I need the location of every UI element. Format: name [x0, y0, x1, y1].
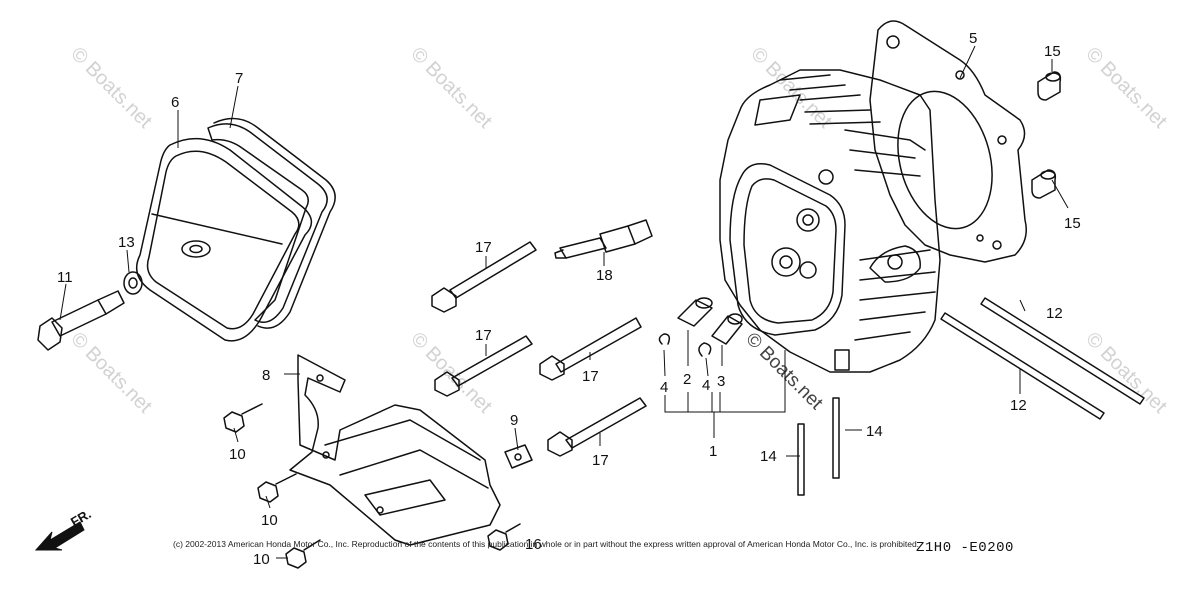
- callout-10: 10: [253, 551, 270, 568]
- head-bolt: [547, 397, 647, 457]
- callout-3: 3: [717, 373, 725, 390]
- head-cover: [135, 137, 313, 342]
- spark-plug: [554, 219, 653, 259]
- washer: [123, 271, 143, 295]
- callout-5: 5: [969, 30, 977, 47]
- callout-15: 15: [1064, 215, 1081, 232]
- callout-9: 9: [510, 412, 518, 429]
- callout-14: 14: [760, 448, 777, 465]
- watermark: © Boats.net: [406, 43, 496, 133]
- watermark: © Boats.net: [1081, 43, 1171, 133]
- valve-guide: [677, 297, 713, 327]
- small-bracket: [504, 444, 533, 469]
- callout-17: 17: [582, 368, 599, 385]
- callout-15: 15: [1044, 43, 1061, 60]
- callout-18: 18: [596, 267, 613, 284]
- direction-label: FR.: [68, 506, 94, 529]
- callout-17: 17: [592, 452, 609, 469]
- callout-16: 16: [525, 536, 542, 553]
- dowel-pin: [1037, 71, 1062, 101]
- watermark: © Boats.net: [746, 43, 836, 133]
- callouts: 1 2 3 4 4 5 6 7 8 9 10 10 10 11 12 12 13…: [57, 30, 1081, 568]
- head-bolt: [539, 317, 642, 381]
- callout-11: 11: [57, 269, 73, 286]
- leader-lines: [59, 45, 1069, 559]
- front-arrow-icon: FR.: [34, 506, 94, 551]
- bracket-bolt: [285, 539, 321, 569]
- callout-10: 10: [261, 512, 278, 529]
- copyright-notice: (c) 2002-2013 American Honda Motor Co., …: [173, 539, 920, 549]
- head-shield: [289, 354, 501, 546]
- watermark: © Boats.net: [66, 43, 156, 133]
- stud-bolt: [940, 297, 1145, 420]
- callout-17: 17: [475, 239, 492, 256]
- watermark: © Boats.net: [66, 328, 156, 418]
- head-bolt: [434, 335, 533, 397]
- cover-bolt: [37, 290, 125, 351]
- diagram-code: Z1H0 -E0200: [916, 540, 1014, 556]
- callout-2: 2: [683, 371, 691, 388]
- cylinder-head: [719, 69, 941, 373]
- head-bolt: [431, 241, 537, 313]
- clip: [658, 333, 671, 345]
- bracket-bolt: [257, 473, 297, 503]
- head-gasket: [869, 20, 1027, 263]
- callout-7: 7: [235, 70, 243, 87]
- watermarks: © Boats.net © Boats.net © Boats.net © Bo…: [66, 43, 1171, 418]
- callout-12: 12: [1010, 397, 1027, 414]
- callout-12: 12: [1046, 305, 1063, 322]
- callout-6: 6: [171, 94, 179, 111]
- callout-13: 13: [118, 234, 135, 251]
- dowel-pin: [1031, 169, 1057, 199]
- callout-17: 17: [475, 327, 492, 344]
- callout-1: 1: [709, 443, 717, 460]
- bracket-bolt: [223, 403, 263, 433]
- shield-bolt: [487, 523, 521, 551]
- valve-guide: [711, 313, 743, 345]
- watermark: © Boats.net: [741, 329, 827, 415]
- clip: [698, 342, 712, 357]
- callout-4: 4: [660, 379, 668, 396]
- watermark: © Boats.net: [1081, 328, 1171, 418]
- head-cover-gasket: [207, 117, 336, 329]
- callout-4: 4: [702, 377, 710, 394]
- callout-8: 8: [262, 367, 270, 384]
- stud-bolt: [797, 397, 840, 496]
- callout-14: 14: [866, 423, 883, 440]
- callout-10: 10: [229, 446, 246, 463]
